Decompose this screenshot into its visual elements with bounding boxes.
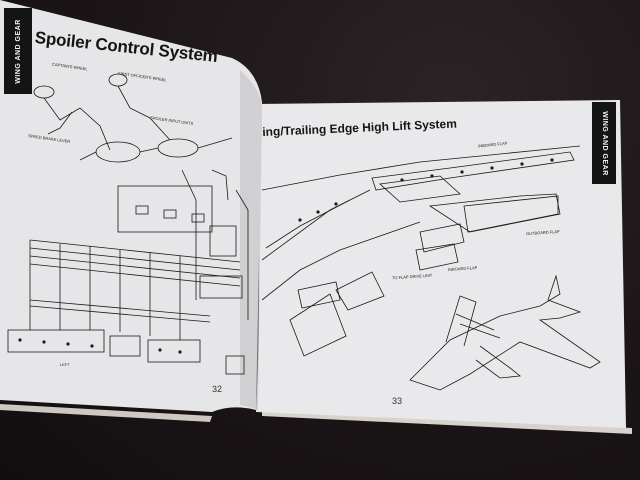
wing-fittings (18, 158, 554, 354)
high-lift-diagram (261, 145, 601, 391)
diagram-label: LEFT (60, 362, 70, 367)
section-tab-left: WING AND GEAR (4, 8, 32, 94)
spoiler-control-diagram (7, 73, 249, 375)
section-tab-left-label: WING AND GEAR (14, 18, 22, 84)
right-page-number: 33 (392, 396, 403, 406)
section-tab-right-label: WING AND GEAR (600, 110, 608, 176)
left-page-edge (0, 404, 212, 422)
right-page (256, 100, 626, 428)
left-page-number: 32 (211, 383, 223, 395)
gutter-shadow (240, 70, 262, 410)
section-tab-right: WING AND GEAR (592, 102, 616, 184)
left-page (0, 0, 262, 412)
